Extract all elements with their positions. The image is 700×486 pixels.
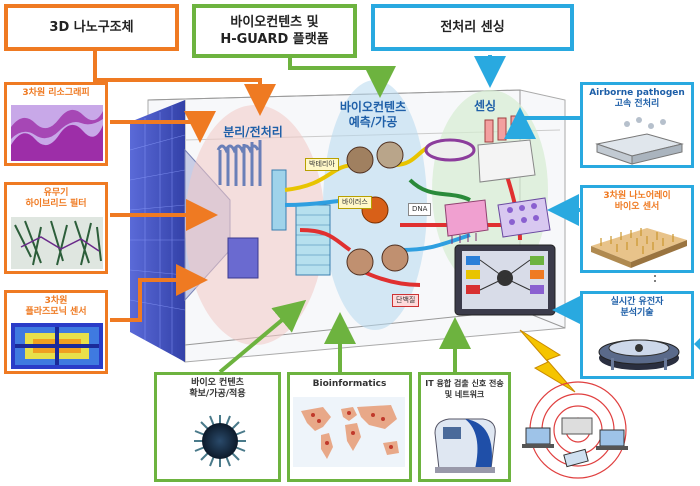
lightning-icon [519,329,576,393]
header-3d-nano-structure-label: 3D 나노구조체 [49,20,134,35]
nanoarray-chip [444,199,489,244]
wireless-network-illustration [522,381,628,479]
virus-image [194,415,246,467]
plasmonic-heatmap-image [11,323,103,369]
tag-bacteria: 박테리아 [305,158,339,171]
zone-label-separation: 분리/전처리 [223,125,283,139]
panel-it-network-label: IT 융합 검출 신호 전송 및 네트워크 [425,379,504,399]
header-preprocessing-sensing-label: 전처리 센싱 [440,20,505,35]
filter-stack-2 [295,204,331,276]
detector-device-image [434,418,496,473]
panel-hybrid-filter: 유무기 하이브리드 필터 [4,182,108,274]
panel-3d-nanoarray-sensor: 3차원 나노어레이 바이오 센서 [580,185,694,273]
panel-plasmonic-sensor-label: 3차원 플라즈모닉 센서 [25,296,87,317]
airborne-device-image [595,117,684,165]
filter-stack-1 [271,169,287,231]
header-bio-platform: 바이오컨텐츠 및 H-GUARD 플랫폼 [192,4,357,58]
lithography-image [11,105,103,161]
tag-dna: DNA [408,203,432,216]
panel-hybrid-filter-label: 유무기 하이브리드 필터 [25,188,87,209]
panel-bioinformatics-label: Bioinformatics [312,379,387,389]
tag-virus: 바이러스 [338,196,372,209]
world-map-image [293,397,405,467]
nanoarray-image [591,228,687,268]
zone-label-prediction: 바이오컨텐츠 예측/가공 [339,100,407,129]
purple-module [227,237,259,279]
petri-dish [424,138,476,162]
coil-tubes [216,140,262,186]
orange-connector [93,45,276,116]
panel-3d-lithography: 3차원 리소그래피 [4,82,108,166]
genetic-analyzer-image [598,339,680,370]
panel-realtime-genetic-analysis-label: 실시간 유전자 분석기술 [610,297,664,318]
header-bio-platform-label: 바이오컨텐츠 및 H-GUARD 플랫폼 [220,15,329,47]
well-plate [497,197,551,238]
panel-plasmonic-sensor: 3차원 플라즈모닉 센서 [4,290,108,374]
zone-label-sensing: 센싱 [473,99,497,113]
filter-image [11,217,103,269]
panel-3d-nanoarray-sensor-label: 3차원 나노어레이 바이오 센서 [603,191,671,212]
panel-realtime-genetic-analysis: 실시간 유전자 분석기술 [580,291,694,379]
panel-bio-contents-label: 바이오 컨텐츠 확보/가공/적용 [189,378,246,399]
header-3d-nano-structure: 3D 나노구조체 [4,4,179,51]
panel-airborne-pathogen: Airborne pathogen 고속 전처리 [580,82,694,168]
green-connector [288,58,396,98]
header-preprocessing-sensing: 전처리 센싱 [371,4,574,51]
tag-protein: 단백질 [392,294,420,307]
panel-airborne-pathogen-label: Airborne pathogen 고속 전처리 [589,88,685,109]
panel-3d-lithography-label: 3차원 리소그래피 [22,88,90,98]
edge-pointer-icon [694,338,700,350]
panel-bio-contents: 바이오 컨텐츠 확보/가공/적용 [154,372,281,482]
panel-bioinformatics: Bioinformatics [287,372,412,482]
monitor [454,244,556,316]
panel-it-network: IT 융합 검출 신호 전송 및 네트워크 [418,372,511,482]
